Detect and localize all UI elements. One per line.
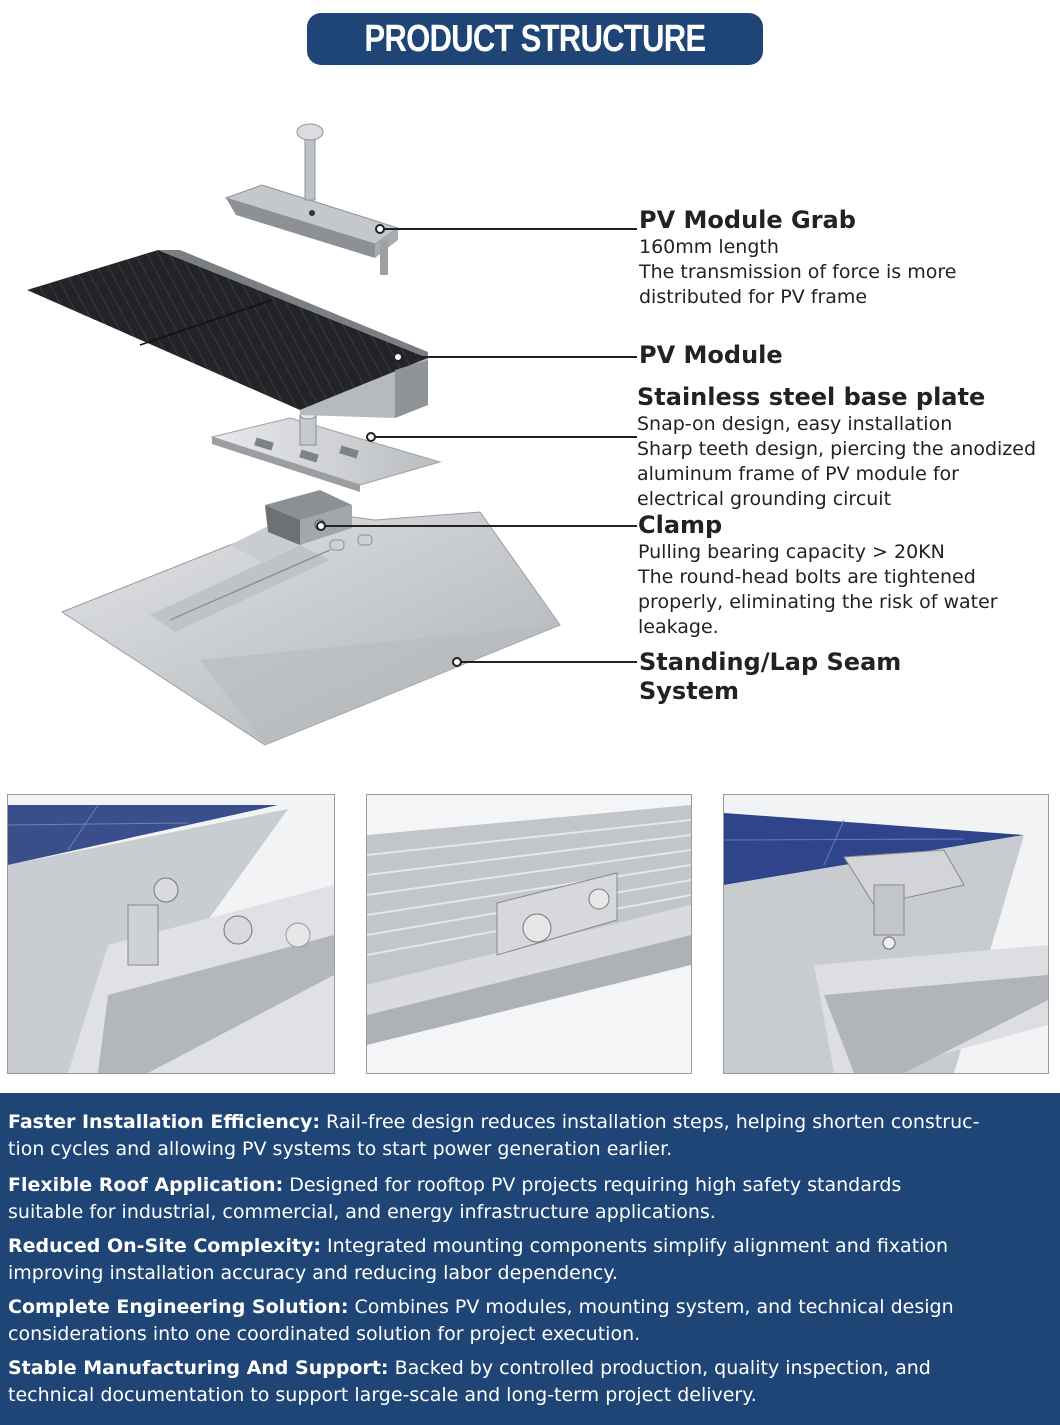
callout-line: properly, eliminating the risk of water	[638, 591, 998, 613]
feature-item: Stable Manufacturing And Support: Backed…	[8, 1355, 1054, 1409]
feature-item: Reduced On-Site Complexity: Integrated m…	[8, 1233, 1054, 1287]
callout-title: PV Module Grab	[639, 206, 856, 234]
feature-item: Faster Installation Efficiency: Rail-fre…	[8, 1109, 1054, 1163]
standing-seam-illustration	[60, 509, 561, 746]
callout-line: Sharp teeth design, piercing the anodize…	[637, 438, 1037, 460]
callout-seam-system: Standing/Lap Seam System	[639, 648, 901, 706]
end-clamp-detail-photo	[723, 794, 1049, 1074]
exploded-assembly-diagram	[27, 123, 637, 746]
callout-line: The transmission of force is more	[639, 261, 957, 283]
callout-title-line2: System	[639, 677, 739, 705]
feature-text-cont: improving installation accuracy and redu…	[8, 1262, 618, 1284]
page-title: PRODUCT STRUCTURE	[364, 17, 707, 60]
feature-text: Backed by controlled production, quality…	[388, 1357, 931, 1379]
feature-label: Faster Installation Efficiency:	[8, 1111, 320, 1133]
feature-label: Reduced On-Site Complexity:	[8, 1235, 321, 1257]
feature-item: Complete Engineering Solution: Combines …	[8, 1294, 1054, 1348]
module-grab-illustration	[224, 123, 400, 275]
feature-text: Designed for rooftop PV projects requiri…	[283, 1174, 902, 1196]
feature-label: Stable Manufacturing And Support:	[8, 1357, 389, 1379]
feature-text-cont: tion cycles and allowing PV systems to s…	[8, 1138, 673, 1160]
callout-title: Stainless steel base plate	[637, 383, 986, 411]
callout-line: leakage.	[638, 616, 719, 638]
feature-text-cont: suitable for industrial, commercial, and…	[8, 1201, 716, 1223]
callout-line: The round-head bolts are tightened	[638, 566, 976, 588]
pv-module-illustration	[27, 250, 428, 418]
callout-line: Snap-on design, easy installation	[637, 413, 953, 435]
base-plate-illustration	[210, 410, 442, 492]
title-banner: PRODUCT STRUCTURE	[307, 13, 763, 65]
feature-label: Complete Engineering Solution:	[8, 1296, 349, 1318]
feature-item: Flexible Roof Application: Designed for …	[8, 1172, 1054, 1226]
feature-text-cont: technical documentation to support large…	[8, 1384, 757, 1406]
callout-title: PV Module	[639, 341, 783, 369]
callout-pv-module: PV Module	[639, 341, 783, 370]
callout-title: Clamp	[638, 511, 723, 539]
callout-line: aluminum frame of PV module for	[637, 463, 959, 485]
callout-line: Pulling bearing capacity > 20KN	[638, 541, 945, 563]
callout-clamp: Clamp Pulling bearing capacity > 20KN Th…	[638, 511, 998, 640]
feature-label: Flexible Roof Application:	[8, 1174, 284, 1196]
features-panel: Faster Installation Efficiency: Rail-fre…	[0, 1093, 1060, 1425]
callout-line: distributed for PV frame	[639, 286, 868, 308]
callout-base-plate: Stainless steel base plate Snap-on desig…	[637, 383, 1036, 512]
feature-text: Combines PV modules, mounting system, an…	[348, 1296, 954, 1318]
mid-clamp-detail-photo	[7, 794, 335, 1074]
feature-text: Integrated mounting components simplify …	[320, 1235, 949, 1257]
callout-title: Standing/Lap Seam	[639, 648, 902, 676]
callout-module-grab: PV Module Grab 160mm length The transmis…	[639, 206, 956, 310]
callout-line: 160mm length	[639, 236, 779, 258]
feature-text-cont: considerations into one coordinated solu…	[8, 1323, 641, 1345]
feature-text: Rail-free design reduces installation st…	[320, 1111, 980, 1133]
callout-line: electrical grounding circuit	[637, 488, 892, 510]
clamp-side-view-photo	[366, 794, 692, 1074]
